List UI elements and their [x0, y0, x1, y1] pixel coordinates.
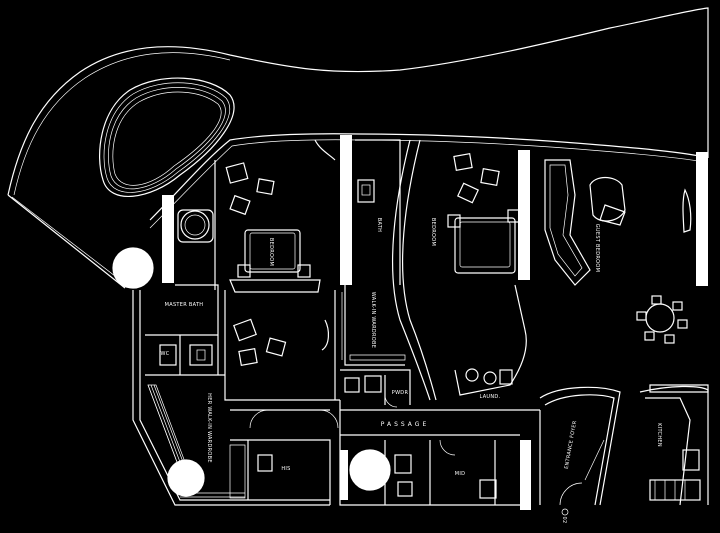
structural-columns: [162, 135, 708, 510]
interior-walls: [132, 139, 709, 506]
room-label-wc: WC: [160, 351, 169, 357]
room-label-her-walk-in-wardrobe: HER WALK-IN WARDROBE: [206, 393, 212, 463]
room-label-his: HIS: [281, 466, 290, 472]
room-label-walk-in-wardrobe: WALK-IN WARDROBE: [370, 292, 376, 348]
room-label-guest-bedroom: GUEST BEDROOM: [594, 224, 600, 273]
section-marker: 02: [561, 517, 567, 524]
room-label-kitchen: KITCHEN: [656, 423, 662, 447]
bath-fixtures: [159, 179, 701, 501]
living-furniture: [544, 159, 709, 393]
doors: [249, 394, 605, 506]
room-label-bedroom-1: BEDROOM: [268, 238, 274, 266]
room-label-pwdr: PWDR: [392, 390, 409, 396]
bedroom-2-furniture: [447, 153, 521, 274]
terrace-edge: [13, 52, 231, 196]
facade-line: [7, 133, 709, 289]
room-label-passage: PASSAGE: [381, 421, 430, 428]
room-label-mid: MID: [455, 471, 466, 477]
wardrobe-hatching: [147, 292, 406, 499]
room-label-bedroom-2: BEDROOM: [430, 218, 436, 246]
terrace-outline: [7, 7, 709, 196]
room-label-laund: LAUND.: [480, 394, 501, 400]
room-label-entrance-foyer: ENTRANCE FOYER: [564, 420, 578, 470]
room-label-master-bath: MASTER BATH: [165, 302, 204, 308]
room-label-bath: BATH: [376, 218, 382, 232]
pool: [98, 77, 235, 198]
bedroom-1-furniture: [225, 139, 336, 366]
